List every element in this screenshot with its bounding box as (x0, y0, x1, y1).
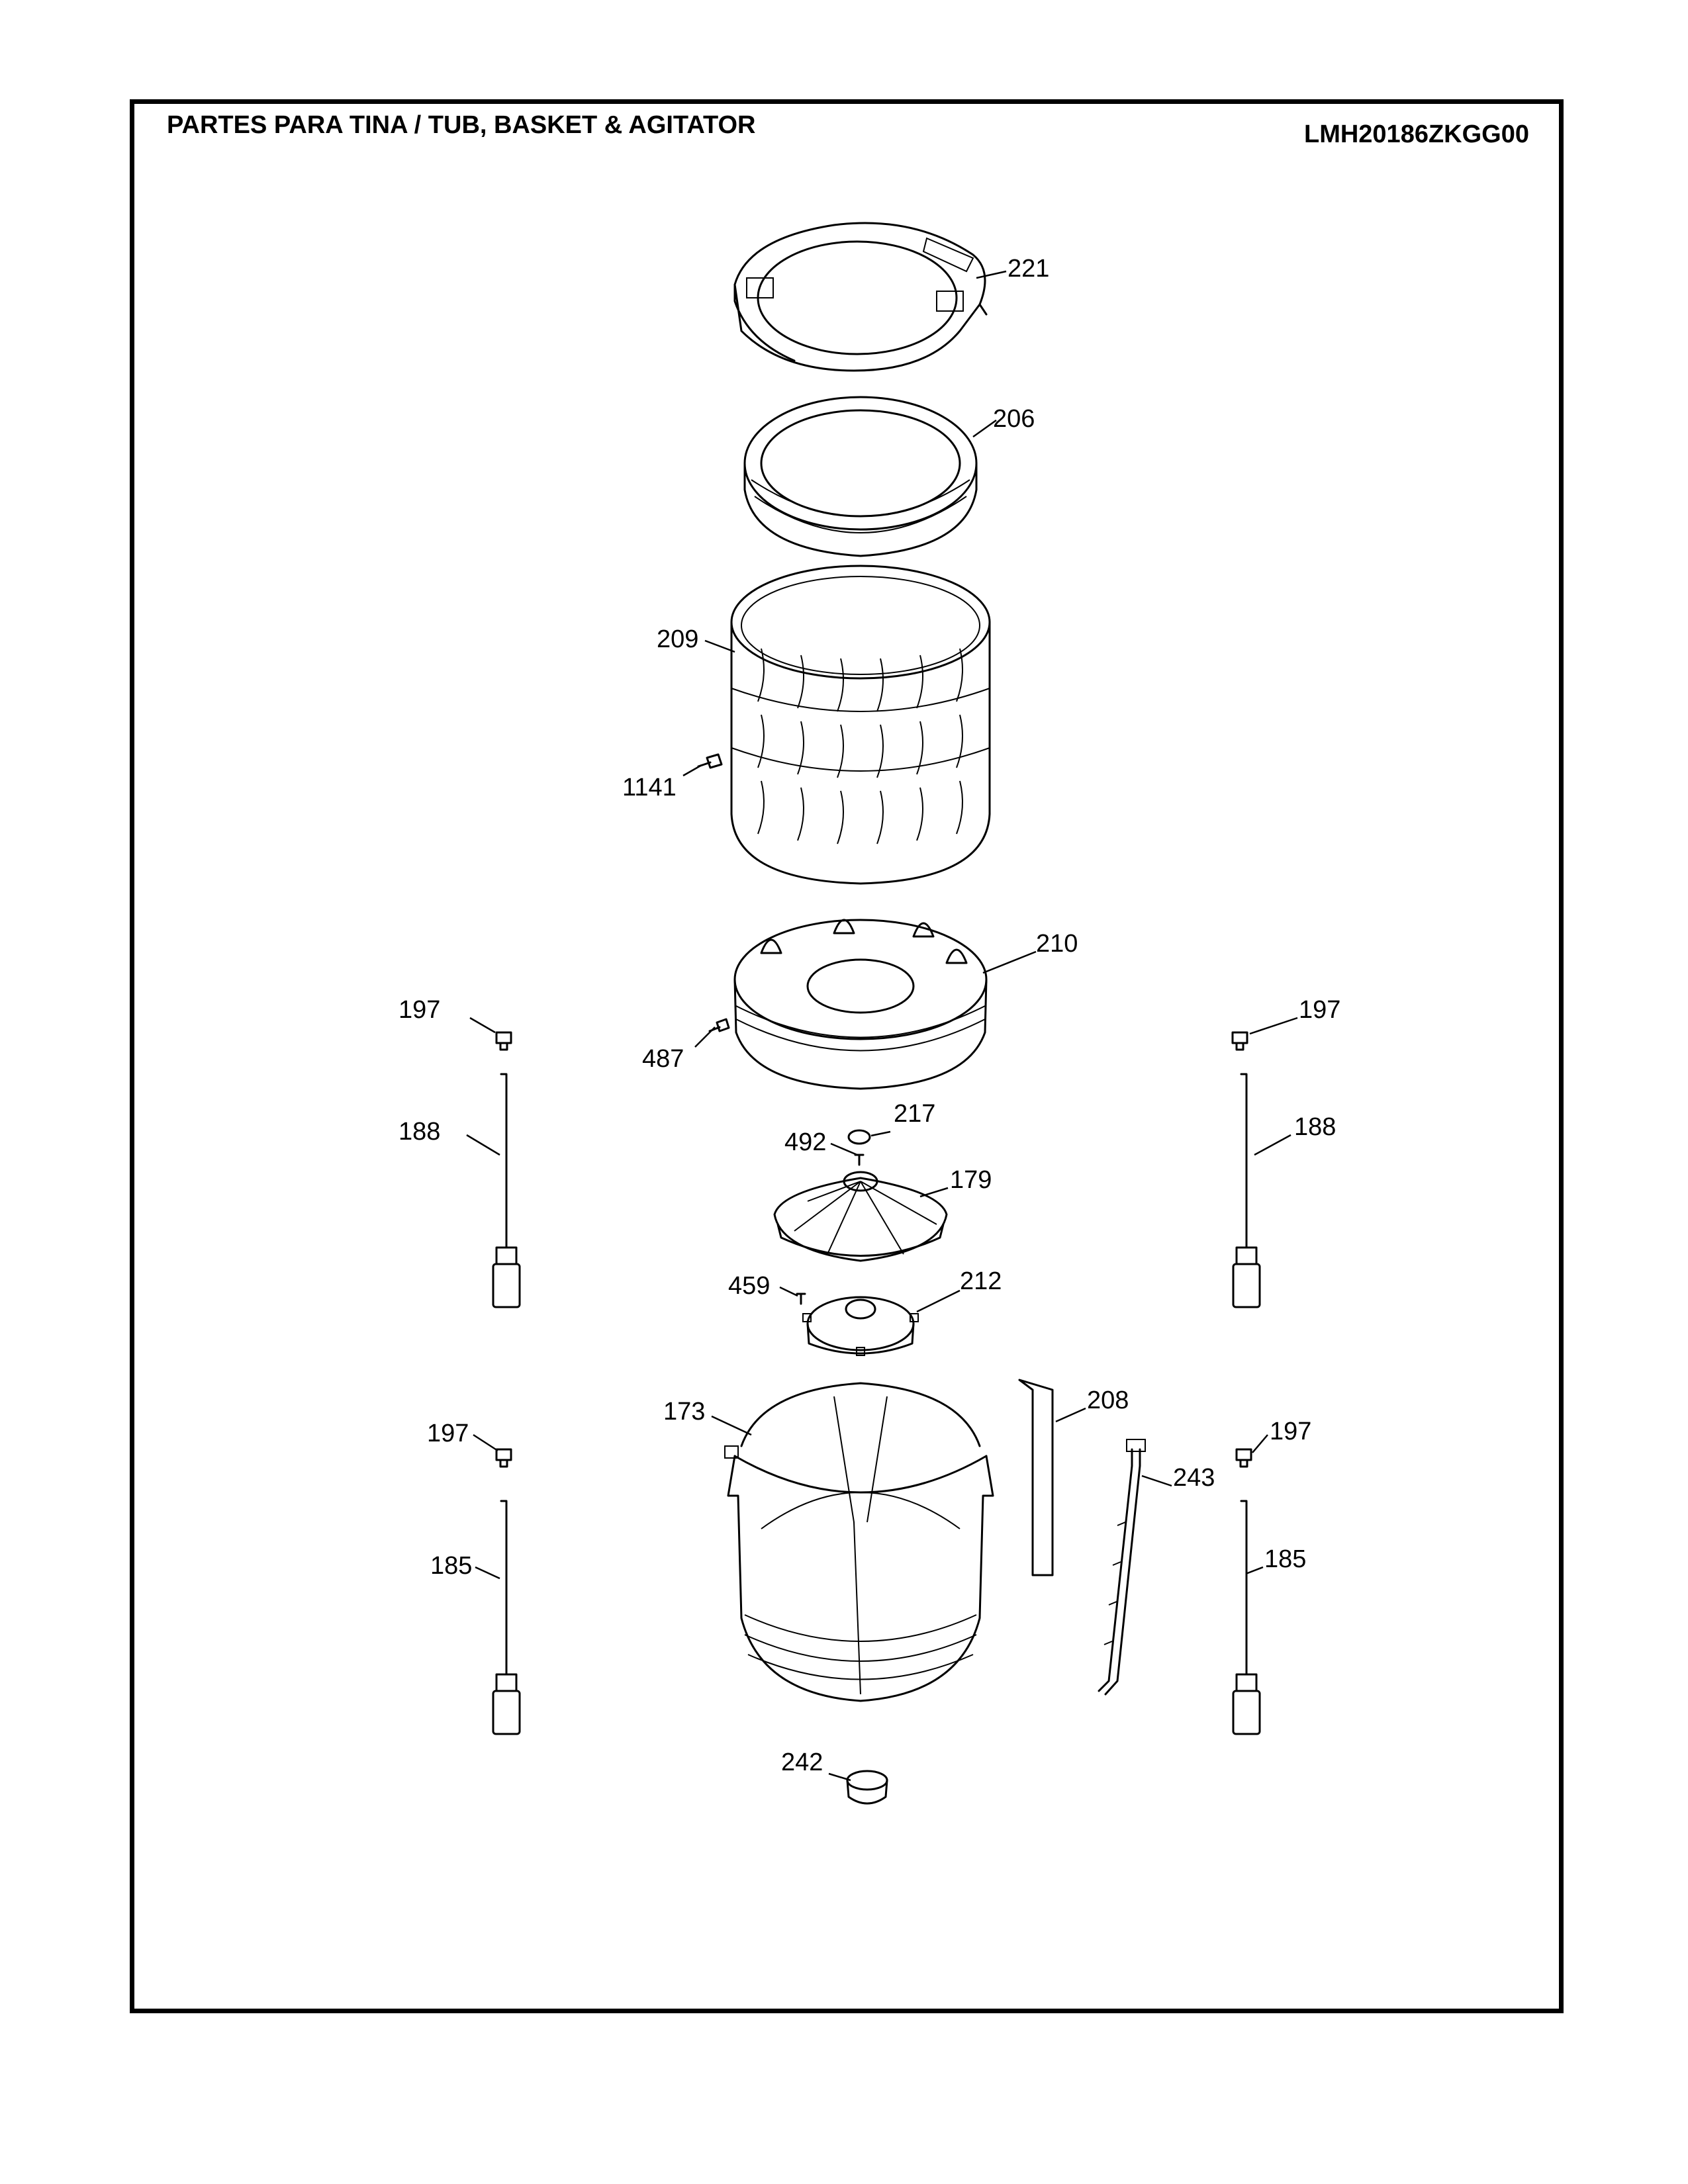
callout-209: 209 (657, 625, 698, 653)
part-212-hub (802, 1296, 919, 1356)
callout-197-c: 197 (427, 1420, 469, 1447)
part-173-outer-tub (724, 1382, 994, 1702)
part-197-snubber (1231, 1031, 1248, 1051)
part-221-tub-cover (733, 222, 988, 372)
callout-197-d: 197 (1270, 1418, 1311, 1445)
part-197-snubber (495, 1448, 512, 1468)
leader-lines (466, 270, 1298, 1782)
callout-185-b: 185 (1264, 1545, 1306, 1573)
callout-188-a: 188 (399, 1118, 440, 1146)
part-210-basket-base (733, 919, 988, 1090)
callout-179: 179 (950, 1166, 992, 1194)
callout-221: 221 (1008, 255, 1049, 283)
part-206-balance-ring (743, 396, 978, 557)
callout-212: 212 (960, 1267, 1002, 1295)
callout-173: 173 (663, 1398, 705, 1426)
part-209-wash-basket (730, 565, 991, 885)
callout-197-a: 197 (399, 996, 440, 1024)
part-188-suspension-rod (492, 1073, 521, 1308)
part-185-suspension-rod (1232, 1500, 1261, 1735)
callout-1141: 1141 (622, 774, 677, 801)
part-208-strip (1018, 1379, 1054, 1576)
part-185-suspension-rod (492, 1500, 521, 1735)
diagram-title: PARTES PARA TINA / TUB, BASKET & AGITATO… (167, 111, 756, 139)
callout-206: 206 (993, 405, 1035, 433)
part-188-suspension-rod (1232, 1073, 1261, 1308)
callout-188-b: 188 (1294, 1113, 1336, 1141)
callout-labels: 221 206 209 1141 210 487 197 197 188 188… (399, 255, 1340, 1776)
part-179-impeller (773, 1171, 948, 1262)
part-197-snubber (495, 1031, 512, 1051)
callout-487: 487 (642, 1045, 684, 1073)
part-217-cap (847, 1129, 871, 1145)
callout-208: 208 (1087, 1387, 1129, 1414)
part-492-screw (854, 1154, 865, 1166)
part-242-nut (846, 1770, 888, 1805)
callout-217: 217 (894, 1100, 935, 1128)
part-459-screw (796, 1293, 806, 1305)
callout-492: 492 (784, 1128, 826, 1156)
part-243-hose (1098, 1439, 1146, 1696)
model-number: LMH20186ZKGG00 (1303, 120, 1529, 148)
callout-197-b: 197 (1299, 996, 1340, 1024)
callout-459: 459 (728, 1272, 770, 1300)
callout-243: 243 (1173, 1464, 1215, 1492)
diagram-frame (130, 99, 1564, 2013)
part-197-snubber (1235, 1448, 1252, 1468)
callout-210: 210 (1036, 930, 1078, 958)
callout-185-a: 185 (430, 1552, 472, 1580)
callout-242: 242 (781, 1749, 823, 1776)
